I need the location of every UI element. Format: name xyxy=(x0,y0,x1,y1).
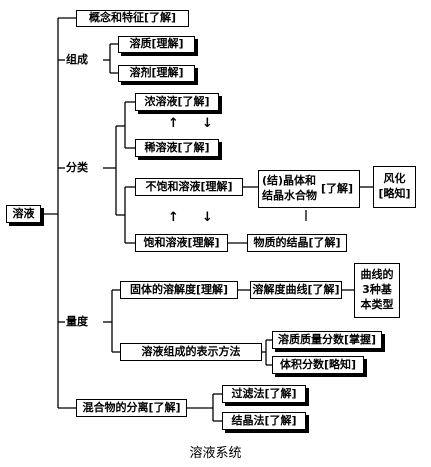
up-arrow: ↑ xyxy=(168,116,179,131)
filtration-node: 过滤法[了解] xyxy=(222,385,306,403)
classification-label: 分类 xyxy=(66,161,88,175)
dilute-solution-node: 稀溶液[了解] xyxy=(135,139,219,157)
concentrated-solution-node: 浓溶液[了解] xyxy=(135,93,219,111)
down-arrow: ↓ xyxy=(202,116,213,131)
curve-types-line1: 曲线的 xyxy=(360,268,394,282)
composition-expression-node: 溶液组成的表示方法 xyxy=(120,343,262,361)
crystallization-method-node: 结晶法[了解] xyxy=(222,412,306,430)
separation-node: 混合物的分离[了解] xyxy=(76,399,187,417)
crystallization-node: 物质的结晶[了解] xyxy=(247,234,347,252)
crystal-hydrate-line2: 结晶水合物 xyxy=(262,189,317,202)
efflorescence-line1: 风化 xyxy=(383,172,406,186)
volume-fraction-node: 体积分数[略知] xyxy=(272,356,364,374)
solubility-node: 固体的溶解度[理解] xyxy=(120,281,238,299)
solute-node: 溶质[理解] xyxy=(118,36,195,53)
curve-types-line3: 本类型 xyxy=(360,297,394,311)
composition-label: 组成 xyxy=(66,53,88,67)
saturated-solution-node: 饱和溶液[理解] xyxy=(135,234,228,252)
down-arrow: ↓ xyxy=(202,210,213,225)
root-node: 溶液 xyxy=(6,205,41,223)
concept-node: 概念和特征[了解] xyxy=(76,10,189,27)
quantity-label: 量度 xyxy=(66,315,88,329)
crystal-hydrate-node: (结)晶体和 结晶水合物 [了解] xyxy=(258,170,360,208)
solvent-node: 溶剂[理解] xyxy=(118,65,195,82)
diagram-caption: 溶液系统 xyxy=(189,446,242,461)
crystal-hydrate-level: [了解] xyxy=(321,181,354,195)
unsaturated-solution-node: 不饱和溶液[理解] xyxy=(135,178,243,196)
up-arrow: ↑ xyxy=(168,210,179,225)
curve-types-node: 曲线的 3种基 本类型 xyxy=(354,263,400,318)
crystal-hydrate-line1: (结)晶体和 xyxy=(262,174,317,188)
efflorescence-line2: [略知] xyxy=(378,187,411,200)
curve-types-line2: 3种基 xyxy=(362,283,392,297)
mass-fraction-node: 溶质质量分数[掌握] xyxy=(272,331,382,349)
solubility-curve-node: 溶解度曲线[了解] xyxy=(250,281,342,299)
efflorescence-node: 风化 [略知] xyxy=(373,166,416,208)
